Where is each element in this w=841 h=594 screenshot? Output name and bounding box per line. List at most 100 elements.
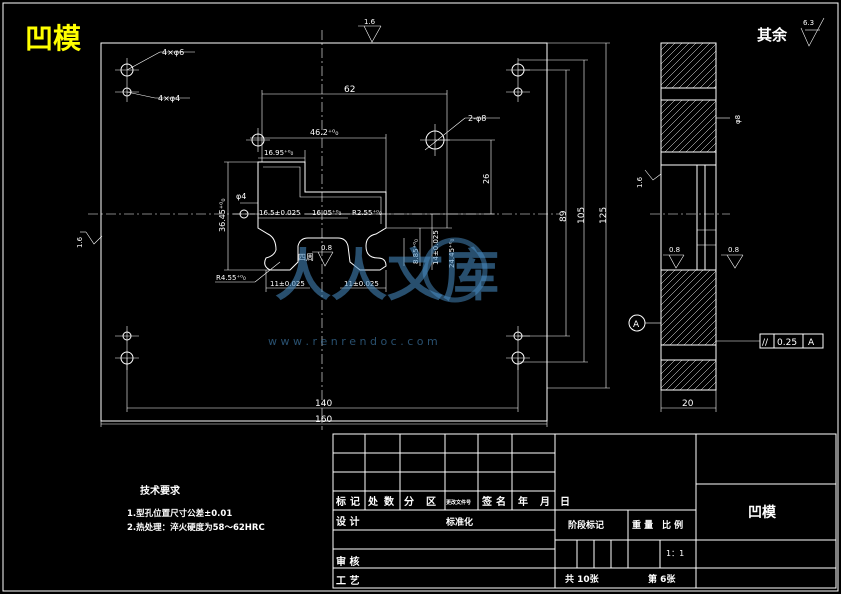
svg-text:年: 年 bbox=[518, 495, 528, 508]
dim-105: 105 bbox=[577, 207, 587, 224]
section-phi8: φ8 bbox=[734, 115, 742, 124]
drawing-title: 凹模 bbox=[25, 22, 82, 55]
section-hatching bbox=[660, 42, 717, 391]
hatch-line bbox=[699, 135, 717, 153]
hatch-line bbox=[660, 42, 697, 79]
tb-stage: 阶段标记 bbox=[568, 519, 604, 531]
dim-8: 8.85⁺⁰₀ bbox=[412, 239, 420, 264]
hatch-line bbox=[692, 128, 717, 153]
hatch-line bbox=[669, 298, 717, 346]
hatch-line bbox=[664, 100, 717, 153]
dowel-label: 2-φ8 bbox=[468, 114, 486, 123]
roughness-side-symbol: 1.6 bbox=[636, 169, 662, 188]
datum-label: A bbox=[633, 320, 640, 330]
hatch-line bbox=[662, 291, 717, 346]
svg-text:w w w . r e n r e n d o c . c: w w w . r e n r e n d o c . c o m bbox=[268, 335, 438, 348]
dim-16-95: 16.95⁺⁰₀ bbox=[264, 149, 294, 157]
roughness-section-2: 0.8 bbox=[721, 246, 744, 269]
holes-6-label: 4×φ6 bbox=[162, 48, 184, 57]
notes-line-1: 1.型孔位置尺寸公差±0.01 bbox=[127, 508, 232, 519]
svg-text:记: 记 bbox=[350, 496, 360, 508]
dim-46: 46.2⁺⁰₀ bbox=[310, 128, 338, 137]
svg-text:日: 日 bbox=[560, 496, 570, 508]
dim-140: 140 bbox=[315, 399, 332, 409]
dim-160: 160 bbox=[315, 415, 332, 425]
hatch-line bbox=[686, 360, 717, 391]
tb-weight: 重 量 bbox=[632, 519, 653, 531]
hatch-line bbox=[699, 71, 717, 89]
hatch-line bbox=[671, 107, 717, 153]
tb-scale-value: 1：1 bbox=[666, 549, 684, 558]
dim-36: 36.45⁺⁰₀ bbox=[218, 198, 227, 232]
svg-text:0.8: 0.8 bbox=[728, 246, 739, 254]
svg-text:名: 名 bbox=[496, 495, 506, 508]
hatch-line bbox=[660, 269, 690, 299]
hatch-line bbox=[660, 270, 717, 327]
hatch-line bbox=[700, 374, 717, 391]
tolerance-frame: // 0.25 A bbox=[716, 333, 824, 349]
roughness-rest-symbol: 6.3 bbox=[800, 17, 825, 47]
title-block bbox=[332, 433, 837, 589]
die-cavity-inner bbox=[263, 166, 382, 224]
pilot-hole-label: φ4 bbox=[236, 192, 246, 201]
tb-part-name: 凹模 bbox=[748, 504, 777, 521]
hatch-line bbox=[660, 269, 683, 292]
dim-16-5: 16.5±0.025 bbox=[259, 209, 301, 217]
roughness-section-1: 0.8 bbox=[663, 246, 685, 269]
hatch-line bbox=[660, 42, 683, 65]
svg-text:6.3: 6.3 bbox=[803, 19, 814, 27]
title-block-header-row: 标 记 处 数 分 区 更改文件号 签 名 年 月 日 bbox=[335, 495, 570, 508]
svg-text:标: 标 bbox=[335, 495, 346, 508]
hatch-line bbox=[660, 99, 697, 136]
tb-scale: 比 例 bbox=[662, 519, 683, 531]
hatch-line bbox=[660, 42, 676, 58]
svg-text:0.8: 0.8 bbox=[669, 246, 680, 254]
roughness-left-symbol: 1.6 bbox=[76, 231, 103, 248]
hatch-line bbox=[660, 99, 669, 108]
notes-line-2: 2.热处理：淬火硬度为58～62HRC bbox=[127, 522, 265, 533]
tb-total: 共 10张 bbox=[565, 573, 600, 585]
hatch-line bbox=[711, 340, 717, 346]
section-view bbox=[660, 42, 717, 391]
hatch-line bbox=[660, 42, 704, 86]
hatch-line bbox=[683, 312, 717, 346]
tb-sheet: 第 6张 bbox=[648, 573, 676, 585]
hatch-line bbox=[660, 359, 676, 375]
hatch-line bbox=[660, 269, 676, 285]
plate-outline bbox=[100, 42, 548, 422]
svg-text:0.25: 0.25 bbox=[777, 338, 797, 348]
tb-design: 设 计 bbox=[336, 515, 359, 528]
hatch-line bbox=[692, 64, 717, 89]
hatch-line bbox=[697, 326, 717, 346]
hatch-line bbox=[660, 99, 690, 129]
svg-text://: // bbox=[762, 338, 769, 348]
hatch-line bbox=[679, 359, 711, 391]
dim-24: 24.45⁺⁰₀ bbox=[448, 238, 456, 268]
dim-89: 89 bbox=[559, 210, 569, 222]
hatch-line bbox=[660, 359, 690, 389]
hatch-line bbox=[660, 42, 690, 72]
svg-text:月: 月 bbox=[539, 496, 550, 508]
notes-heading: 技术要求 bbox=[140, 484, 181, 497]
dim-thickness: 20 bbox=[682, 399, 694, 409]
svg-text:1.6: 1.6 bbox=[76, 236, 84, 248]
dim-11-b: 11±0.025 bbox=[344, 280, 379, 288]
hatch-line bbox=[671, 43, 717, 89]
hatch-line bbox=[660, 359, 683, 382]
hatch-line bbox=[706, 78, 717, 89]
watermark: 人人文库 w w w . r e n r e n d o c . c o m bbox=[268, 237, 499, 348]
hatch-line bbox=[660, 277, 717, 334]
hatch-line bbox=[660, 269, 669, 278]
hatch-line bbox=[685, 121, 717, 153]
hatch-line bbox=[714, 388, 717, 391]
hatch-line bbox=[713, 149, 717, 153]
hatch-line bbox=[678, 50, 717, 89]
svg-text:人人文库: 人人文库 bbox=[275, 244, 499, 309]
hatch-line bbox=[660, 42, 669, 51]
hatch-line bbox=[665, 359, 697, 391]
hatch-line bbox=[660, 99, 683, 122]
hatch-line bbox=[660, 269, 697, 306]
svg-text:更改文件号: 更改文件号 bbox=[446, 499, 471, 506]
